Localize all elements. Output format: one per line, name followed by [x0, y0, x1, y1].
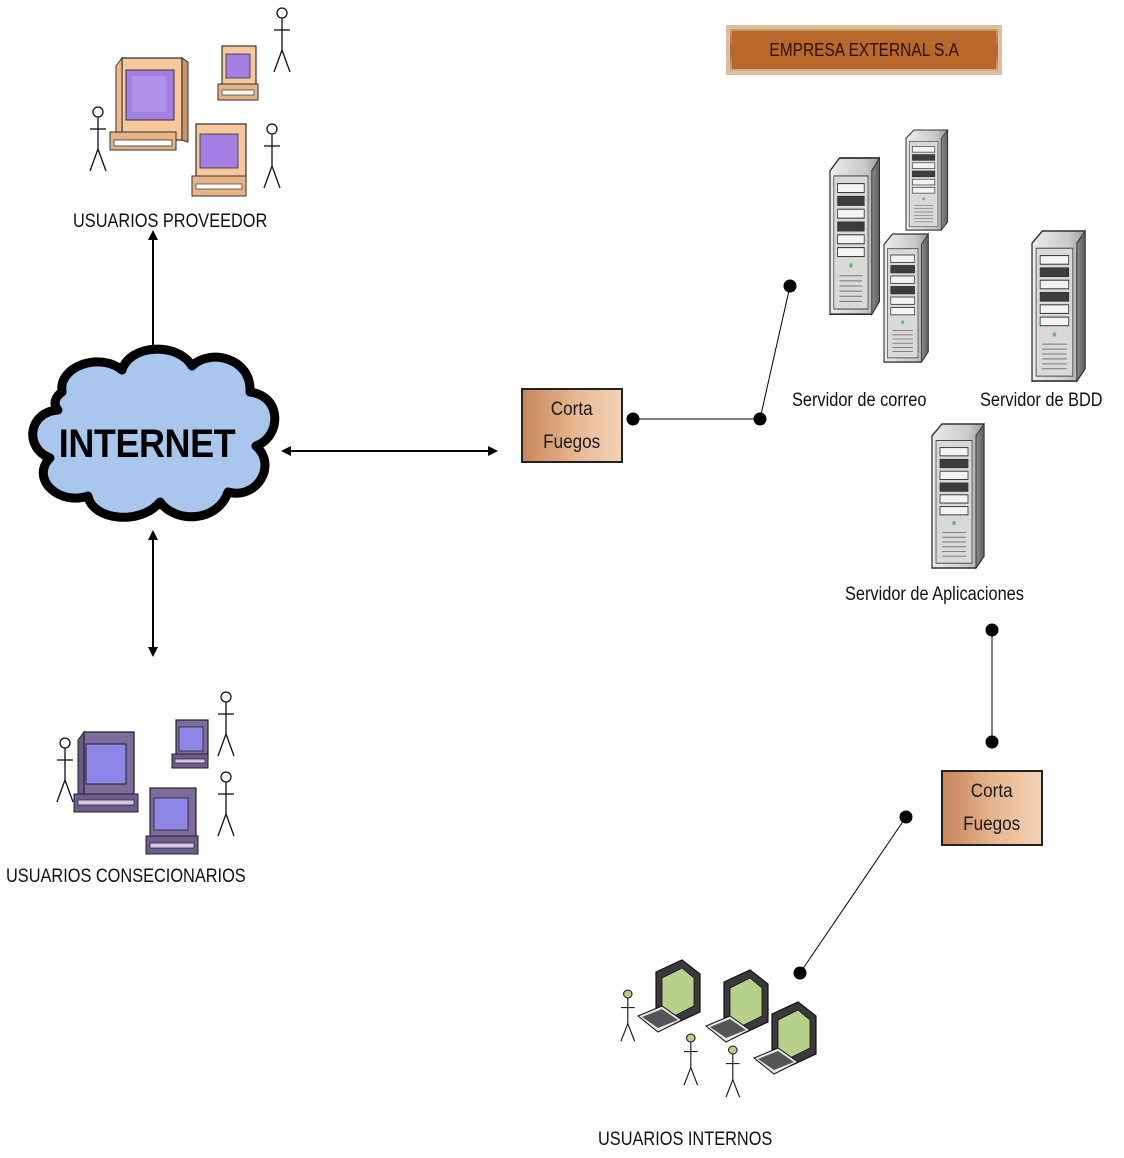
user-figure-icon	[217, 691, 235, 757]
user-figure-icon	[217, 771, 235, 837]
server-aplicaciones-label: Servidor de Aplicaciones	[845, 584, 1024, 605]
user-figure-icon	[683, 1033, 699, 1086]
user-figure-icon	[89, 106, 107, 172]
internet-label: INTERNET	[58, 422, 236, 466]
link-node	[793, 966, 807, 980]
firewall-internal: Corta Fuegos	[941, 770, 1043, 846]
server-bdd-label: Servidor de BDD	[980, 390, 1103, 411]
internos-label: USUARIOS INTERNOS	[598, 1129, 773, 1150]
user-figure-icon	[620, 989, 636, 1042]
computer-icon	[109, 56, 189, 151]
consecionarios-users-group	[56, 691, 235, 855]
computer-icon	[753, 1001, 817, 1075]
consecionarios-label: USUARIOS CONSECIONARIOS	[6, 866, 246, 887]
user-figure-icon	[263, 123, 281, 189]
link-node	[985, 735, 999, 749]
internos-users-group	[620, 959, 817, 1098]
company-title: EMPRESA EXTERNAL S.A	[769, 39, 959, 60]
link-node	[899, 810, 913, 824]
computer-icon	[637, 959, 701, 1033]
proveedor-users-group	[89, 7, 291, 197]
computer-icon	[217, 45, 259, 101]
user-figure-icon	[56, 737, 74, 803]
computer-icon	[171, 719, 209, 769]
server-icon	[829, 157, 881, 315]
computer-icon	[191, 123, 247, 197]
server-correo-label: Servidor de correo	[792, 390, 927, 411]
firewall-internal-label: Corta Fuegos	[963, 781, 1021, 835]
link-junction-servers	[759, 285, 791, 420]
firewall-external: Corta Fuegos	[521, 388, 623, 463]
computer-icon	[73, 730, 139, 813]
link-firewall-internos	[799, 816, 907, 974]
link-node	[783, 279, 797, 293]
user-figure-icon	[725, 1045, 741, 1098]
firewall-external-label: Corta Fuegos	[543, 398, 601, 453]
server-icon	[931, 423, 985, 569]
link-node	[985, 623, 999, 637]
proveedor-label: USUARIOS PROVEEDOR	[73, 211, 268, 232]
computer-icon	[145, 787, 199, 855]
internet-cloud	[28, 344, 280, 522]
link-node	[626, 412, 640, 426]
company-title-box: EMPRESA EXTERNAL S.A	[726, 25, 1002, 75]
connection-lines	[148, 230, 999, 980]
computer-icon	[705, 969, 769, 1043]
server-icon	[1031, 230, 1086, 382]
user-figure-icon	[273, 7, 291, 73]
server-icon	[883, 233, 929, 363]
server-icon	[905, 129, 949, 231]
